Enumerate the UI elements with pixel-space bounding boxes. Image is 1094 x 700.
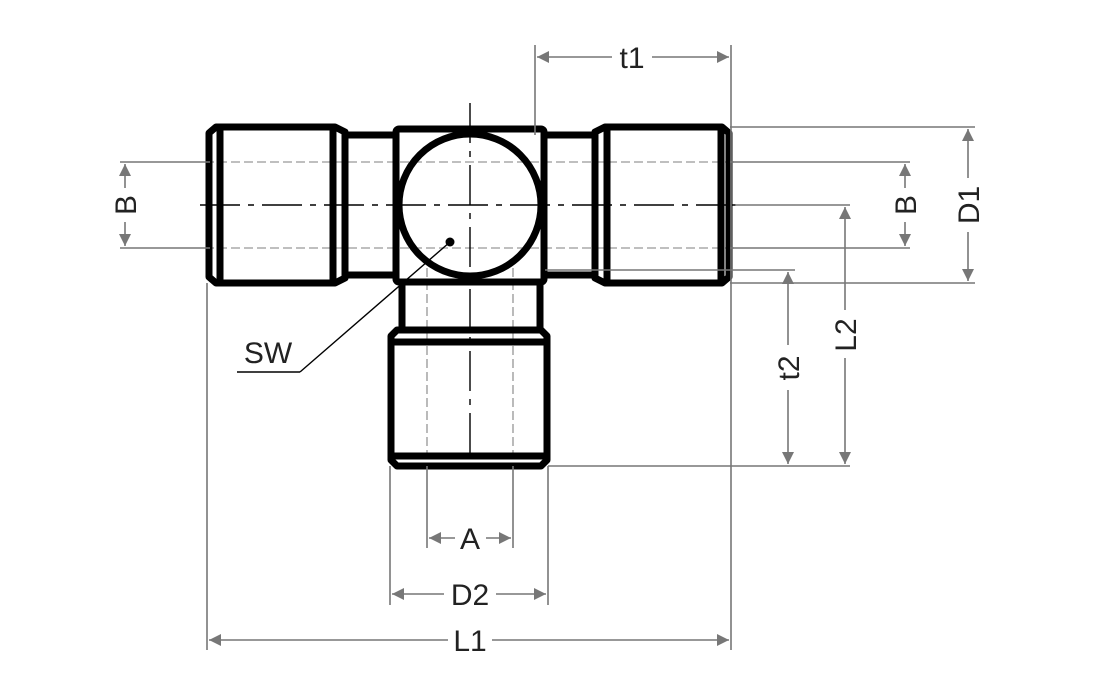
dim-label-l2: L2 bbox=[830, 318, 863, 351]
dim-label-t2: t2 bbox=[773, 355, 806, 380]
sw-leader bbox=[237, 237, 455, 373]
dim-label-l1: L1 bbox=[453, 625, 486, 658]
dimension-lines bbox=[119, 51, 974, 646]
centerlines bbox=[200, 103, 742, 458]
label-sw: SW bbox=[244, 337, 293, 370]
dim-label-d1: D1 bbox=[953, 186, 986, 224]
dim-label-a: A bbox=[460, 523, 480, 556]
dim-label-b-left: B bbox=[110, 195, 143, 215]
dim-label-b-right: B bbox=[890, 195, 923, 215]
extension-lines bbox=[120, 45, 975, 650]
dim-label-t1: t1 bbox=[619, 42, 644, 75]
bottom-threaded-end bbox=[387, 282, 551, 470]
dim-label-d2: D2 bbox=[451, 579, 489, 612]
